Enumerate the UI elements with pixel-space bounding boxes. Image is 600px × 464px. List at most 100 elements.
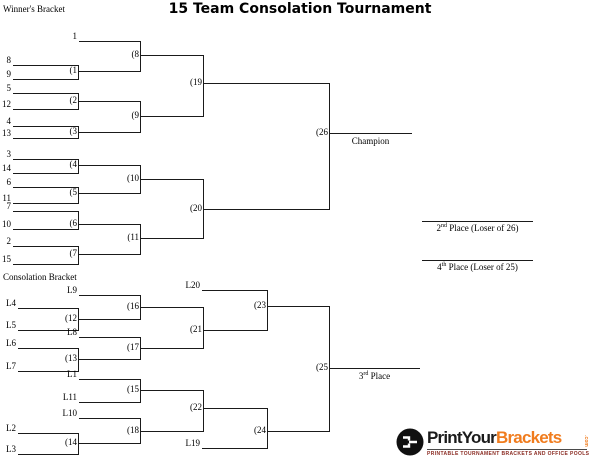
bracket-line: [79, 418, 140, 419]
bracket-line: [18, 433, 78, 434]
bracket-line: [78, 319, 140, 320]
match-8-label: (8: [131, 49, 140, 59]
bracket-line: [79, 295, 140, 296]
bracket-line: [203, 390, 204, 432]
page-title: 15 Team Consolation Tournament: [168, 1, 432, 17]
seed-13: 13: [2, 128, 11, 138]
logo-brand: PrintYourBrackets: [427, 427, 562, 448]
seed-1: 1: [72, 31, 78, 41]
match-22-label: (22: [190, 402, 202, 412]
bracket-line: [203, 209, 329, 210]
match-26-label: (26: [316, 127, 328, 137]
bracket-line: [140, 55, 203, 56]
bracket-line: [267, 290, 268, 331]
seed-9: 9: [6, 69, 12, 79]
bracket-line: [329, 83, 330, 210]
match-10-label: (10: [127, 173, 139, 183]
match-18-label: (18: [127, 425, 139, 435]
bracket-line: [78, 187, 79, 204]
bracket-line: [79, 379, 140, 380]
bracket-line: [78, 433, 79, 455]
bracket-line: [267, 408, 268, 449]
champion-label: Champion: [351, 136, 390, 146]
bracket-line: [18, 371, 78, 372]
seed-6: 6: [6, 177, 12, 187]
bracket-line: [78, 65, 79, 80]
match-16-label: (16: [127, 301, 139, 311]
bracket-line: [203, 55, 204, 117]
third-place-line: [329, 368, 420, 369]
loser-L20-label: L20: [185, 280, 201, 290]
logo-tagline: PRINTABLE TOURNAMENT BRACKETS AND OFFICE…: [427, 449, 590, 457]
logo-domain: .com: [582, 435, 589, 447]
loser-L11-label: L11: [62, 392, 77, 402]
bracket-line: [203, 83, 329, 84]
bracket-line: [140, 390, 203, 391]
bracket-line: [140, 238, 203, 239]
loser-L19-label: L19: [185, 438, 201, 448]
loser-L2-label: L2: [6, 423, 16, 433]
bracket-line: [78, 359, 140, 360]
match-20-label: (20: [190, 203, 202, 213]
logo-brand-brackets: Brackets: [496, 428, 562, 447]
bracket-line: [13, 93, 78, 94]
fourth-place-label: 4th Place (Loser of 25): [437, 262, 518, 272]
bracket-line: [203, 408, 267, 409]
match-24-label: (24: [254, 425, 266, 435]
bracket-line: [18, 308, 78, 309]
bracket-line: [18, 348, 78, 349]
second-place-label: 2nd Place (Loser of 26): [436, 223, 519, 233]
match-2-label: (2: [69, 95, 78, 105]
bracket-line: [79, 402, 140, 403]
bracket-line: [140, 116, 203, 117]
loser-L3-label: L3: [6, 444, 16, 454]
match-13-label: (13: [65, 353, 77, 363]
bracket-line: [78, 71, 140, 72]
match-17-label: (17: [127, 342, 139, 352]
bracket-line: [203, 330, 267, 331]
loser-L8-label: L8: [67, 327, 77, 337]
loser-L9-label: L9: [67, 285, 77, 295]
seed-2: 2: [6, 236, 12, 246]
champion-line: [329, 133, 412, 134]
bracket-line: [267, 431, 329, 432]
bracket-line: [140, 101, 141, 133]
seed-1-line: [79, 41, 140, 42]
loser-L10-label: L10: [62, 408, 78, 418]
bracket-icon: [396, 428, 424, 456]
seed-5: 5: [6, 83, 12, 93]
seed-10: 10: [2, 219, 11, 229]
bracket-line: [78, 211, 79, 230]
match-15-label: (15: [127, 384, 139, 394]
match-7-label: (7: [69, 248, 78, 258]
bracket-line: [202, 448, 267, 449]
bracket-line: [13, 126, 78, 127]
match-12-label: (12: [65, 313, 77, 323]
match-3-label: (3: [69, 126, 78, 136]
bracket-line: [13, 203, 78, 204]
seed-14: 14: [2, 163, 11, 173]
loser-L6-label: L6: [6, 338, 16, 348]
match-25-label: (25: [316, 362, 328, 372]
bracket-line: [18, 330, 78, 331]
bracket-line: [13, 264, 78, 265]
match-21-label: (21: [190, 324, 202, 334]
bracket-line: [13, 79, 78, 80]
seed-12: 12: [2, 99, 11, 109]
bracket-line: [78, 254, 140, 255]
bracket-line: [79, 337, 140, 338]
bracket-line: [140, 41, 141, 72]
second-place-line: [422, 221, 533, 222]
bracket-line: [78, 165, 140, 166]
match-19-label: (19: [190, 77, 202, 87]
loser-L4-label: L4: [6, 298, 16, 308]
bracket-line: [329, 306, 330, 432]
seed-4: 4: [6, 116, 12, 126]
match-4-label: (4: [69, 159, 78, 169]
seed-11: 11: [2, 193, 11, 203]
bracket-line: [13, 159, 78, 160]
match-5-label: (5: [69, 187, 78, 197]
seed-7: 7: [6, 201, 12, 211]
seed-8: 8: [6, 55, 12, 65]
